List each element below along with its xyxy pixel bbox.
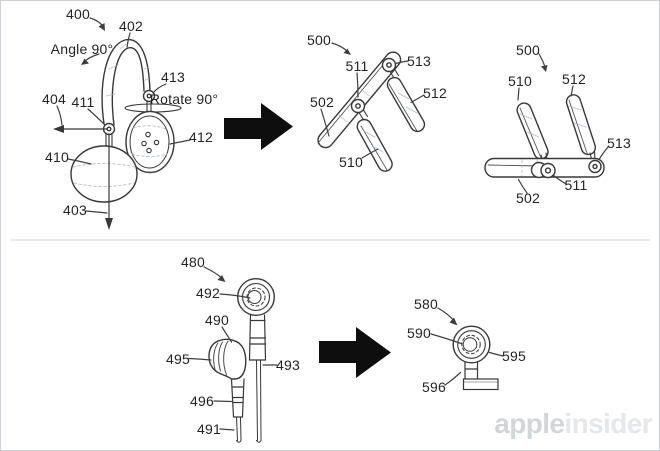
label-510-folded: 510: [508, 73, 532, 89]
left-earcup: [70, 145, 138, 203]
figure-480-earbud: [188, 266, 278, 443]
watermark-apple: apple: [494, 408, 565, 439]
left-hinge: [540, 162, 556, 179]
figure-580-folded-earbud: [430, 307, 504, 391]
folded-base: [462, 378, 499, 391]
label-480: 480: [181, 254, 205, 270]
figure-400-headphone: [53, 17, 191, 230]
label-490: 490: [205, 312, 229, 328]
earbud-cap: [236, 278, 275, 317]
label-402: 402: [119, 18, 143, 34]
label-500-folding: 500: [307, 32, 331, 48]
right-hinge: [381, 57, 397, 73]
note-angle-90: Angle 90°: [50, 41, 114, 57]
earbud-stem-left: [230, 378, 245, 418]
label-411: 411: [71, 94, 95, 110]
label-403: 403: [63, 202, 87, 218]
label-493: 493: [276, 357, 300, 373]
label-495: 495: [166, 351, 190, 367]
label-400: 400: [66, 6, 90, 22]
label-500-folded: 500: [516, 42, 540, 58]
right-hinge: [588, 159, 602, 174]
right-pivot: [142, 89, 156, 103]
label-491: 491: [197, 421, 221, 437]
label-513-folding: 513: [407, 53, 431, 69]
earbud-cap: [452, 325, 491, 364]
label-590: 590: [407, 325, 431, 341]
note-rotate-90: Rotate 90°: [149, 91, 219, 107]
figure-500-folded: [484, 53, 609, 194]
label-512-folded: 512: [562, 71, 586, 87]
label-412: 412: [189, 129, 213, 145]
earbud-body: [208, 338, 247, 380]
label-410: 410: [45, 149, 69, 165]
label-595: 595: [502, 348, 526, 364]
folded-stem: [464, 361, 479, 380]
label-511-folding: 511: [345, 58, 369, 74]
label-492: 492: [196, 285, 220, 301]
earbud-cable-left: [236, 416, 242, 443]
label-510-folding: 510: [339, 154, 363, 170]
transition-arrow-top: [224, 103, 293, 150]
appleinsider-watermark: appleinsider: [494, 410, 652, 438]
watermark-insider: insider: [564, 408, 652, 439]
label-502-folding: 502: [310, 94, 334, 110]
left-hinge: [350, 98, 366, 114]
earbud-stem-right: [248, 314, 267, 361]
left-speaker: [516, 102, 549, 160]
label-512-folding: 512: [423, 85, 447, 101]
label-496: 496: [190, 393, 214, 409]
headband: [101, 39, 151, 125]
transition-arrow-bottom: [319, 327, 391, 378]
label-596: 596: [422, 379, 446, 395]
label-580: 580: [414, 296, 438, 312]
figure-500-folding: [317, 42, 426, 172]
label-502-folded: 502: [516, 190, 540, 206]
label-404: 404: [42, 91, 66, 107]
label-513-folded: 513: [607, 135, 631, 151]
label-511-folded: 511: [564, 177, 588, 193]
earbud-cable-right: [256, 359, 262, 443]
label-413: 413: [161, 69, 185, 85]
right-speaker: [386, 76, 426, 133]
